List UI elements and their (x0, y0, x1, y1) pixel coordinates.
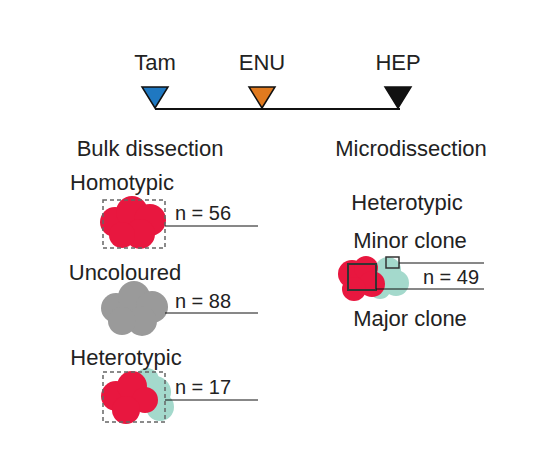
leader-line (165, 313, 258, 314)
label: Tam (134, 52, 176, 74)
label: Microdissection (335, 138, 487, 160)
leader-line (165, 226, 258, 227)
leader-line (165, 400, 258, 401)
label: n = 17 (175, 377, 231, 397)
label: Bulk dissection (77, 138, 224, 160)
label: Homotypic (70, 172, 174, 194)
label: n = 56 (175, 203, 231, 223)
label: Heterotypic (351, 192, 462, 214)
tam-marker (142, 87, 168, 108)
label: ENU (239, 52, 285, 74)
dissection-box (103, 200, 165, 248)
label: HEP (375, 52, 420, 74)
dissection-box (103, 372, 165, 422)
label: n = 88 (175, 291, 231, 311)
label: Major clone (353, 308, 467, 330)
homotypic-clone (100, 196, 166, 249)
timeline (155, 108, 400, 110)
heterotypic-clone (101, 368, 174, 424)
uncoloured-clone (101, 281, 168, 336)
label: n = 49 (423, 267, 479, 287)
label: Minor clone (353, 230, 467, 252)
heterotypic-clone-micro (338, 256, 409, 301)
leader-line (399, 263, 484, 264)
label: Uncoloured (69, 262, 182, 284)
minor-microdissection (386, 257, 399, 268)
enu-marker (249, 87, 275, 108)
label: Heterotypic (70, 347, 181, 369)
major-microdissection (348, 264, 376, 290)
hep-marker (385, 87, 411, 108)
leader-line (376, 289, 484, 290)
